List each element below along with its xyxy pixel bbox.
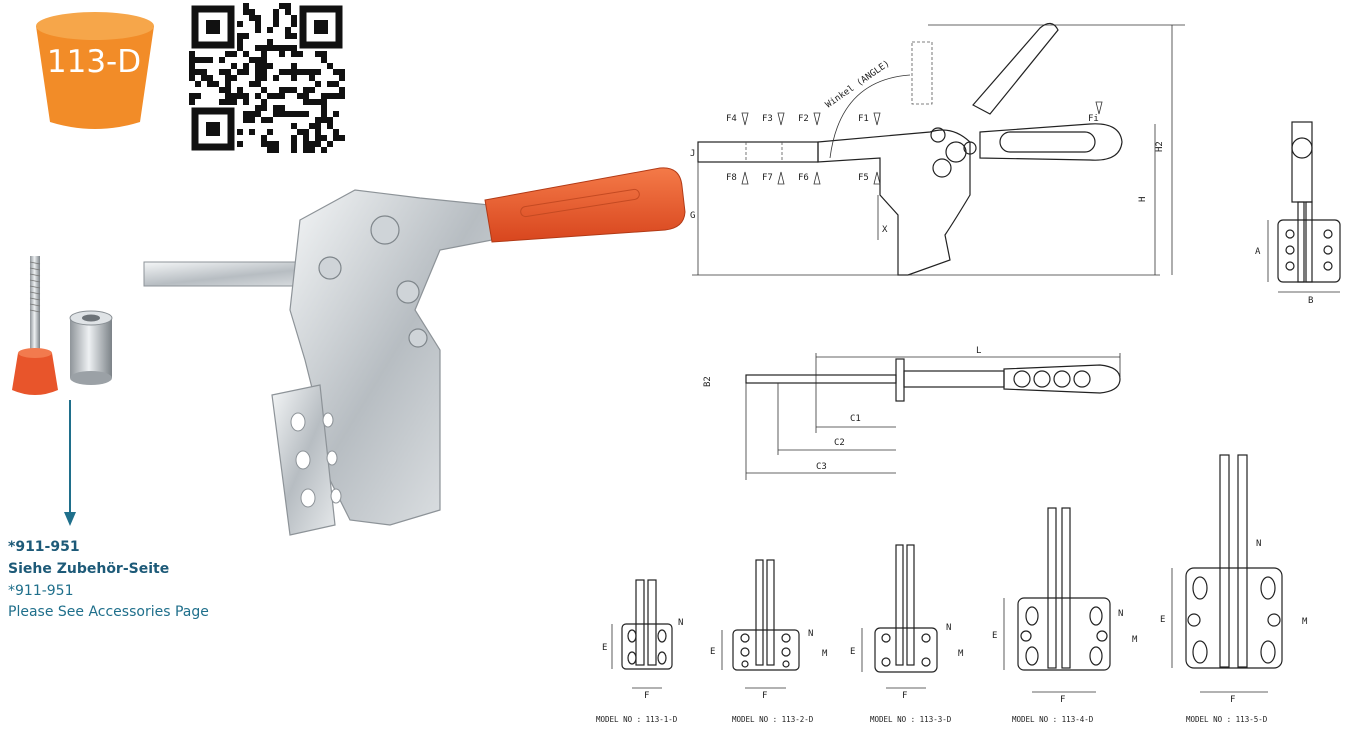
svg-text:E: E <box>710 647 715 657</box>
threaded-bolt-icon <box>29 256 41 356</box>
dim-l: L <box>976 346 981 356</box>
variant-113-2-d: E F N M <box>710 559 828 701</box>
force-f8: F8 <box>726 173 737 183</box>
force-f1: F1 <box>858 114 869 124</box>
dim-c3: C3 <box>816 462 827 472</box>
svg-text:N: N <box>1256 539 1261 549</box>
dim-x: X <box>882 225 888 235</box>
svg-text:F: F <box>902 691 907 701</box>
dim-b2: B2 <box>703 376 713 387</box>
svg-text:N: N <box>678 618 683 628</box>
model-label-4: MODEL NO : 113-4-D <box>1012 715 1094 724</box>
accessory-note-en: Please See Accessories Page <box>8 604 209 620</box>
svg-text:E: E <box>1160 615 1165 625</box>
accessory-code: *911-951 <box>8 583 74 599</box>
model-label-1: MODEL NO : 113-1-D <box>596 715 678 724</box>
svg-text:F: F <box>1060 695 1065 705</box>
model-badge <box>36 12 154 129</box>
side-view-drawing: H2 H Winkel (ANGLE) F4 F3 F2 F1 Fi F8 F7… <box>690 22 1185 276</box>
rubber-pad-icon <box>12 353 58 395</box>
clamp-product-image <box>143 167 686 536</box>
base-variants-drawing: E F N E F N M E F N M E F N M E F N <box>596 454 1308 724</box>
dim-c1: C1 <box>850 414 861 424</box>
bushing-icon <box>69 310 113 385</box>
svg-text:F: F <box>644 691 649 701</box>
force-f6: F6 <box>798 173 809 183</box>
variant-113-3-d: E F N M <box>850 544 964 701</box>
variant-113-1-d: E F N <box>602 579 683 701</box>
svg-text:F: F <box>762 691 767 701</box>
down-arrow-icon <box>64 400 76 526</box>
dim-b: B <box>1308 296 1313 305</box>
force-f2: F2 <box>798 114 809 124</box>
dim-h: H <box>1138 197 1148 202</box>
model-label-3: MODEL NO : 113-3-D <box>870 715 952 724</box>
end-view-drawing: A B <box>1255 121 1341 305</box>
dim-a: A <box>1255 247 1261 257</box>
dim-g: G <box>690 211 695 221</box>
svg-text:N: N <box>808 629 813 639</box>
force-f7: F7 <box>762 173 773 183</box>
svg-text:N: N <box>946 623 951 633</box>
svg-text:M: M <box>958 649 964 659</box>
dim-c2: C2 <box>834 438 845 448</box>
svg-text:E: E <box>992 631 997 641</box>
force-arrows-icon <box>741 101 1103 185</box>
accessory-note-de: Siehe Zubehör-Seite <box>8 561 170 577</box>
svg-text:N: N <box>1118 609 1123 619</box>
svg-text:F: F <box>1230 695 1235 705</box>
variant-113-4-d: E F N M <box>992 507 1138 705</box>
top-view-drawing: L B2 C1 C2 C3 <box>703 346 1121 480</box>
svg-text:E: E <box>850 647 855 657</box>
force-f5: F5 <box>858 173 869 183</box>
accessory-parts <box>12 256 113 395</box>
svg-text:M: M <box>1132 635 1138 645</box>
model-label-5: MODEL NO : 113-5-D <box>1186 715 1268 724</box>
qr-code[interactable] <box>189 3 345 153</box>
svg-text:M: M <box>822 649 828 659</box>
dim-h2: H2 <box>1155 141 1165 152</box>
model-label-2: MODEL NO : 113-2-D <box>732 715 814 724</box>
accessory-code-bold: *911-951 <box>8 539 80 555</box>
angle-label: Winkel (ANGLE) <box>824 59 892 111</box>
force-f4: F4 <box>726 114 737 124</box>
svg-text:E: E <box>602 643 607 653</box>
force-fi: Fi <box>1088 114 1099 124</box>
variant-113-5-d: E F N M <box>1160 454 1308 705</box>
model-badge-text: 113-D <box>46 44 142 80</box>
force-f3: F3 <box>762 114 773 124</box>
dim-j: J <box>690 149 695 159</box>
svg-text:M: M <box>1302 617 1308 627</box>
